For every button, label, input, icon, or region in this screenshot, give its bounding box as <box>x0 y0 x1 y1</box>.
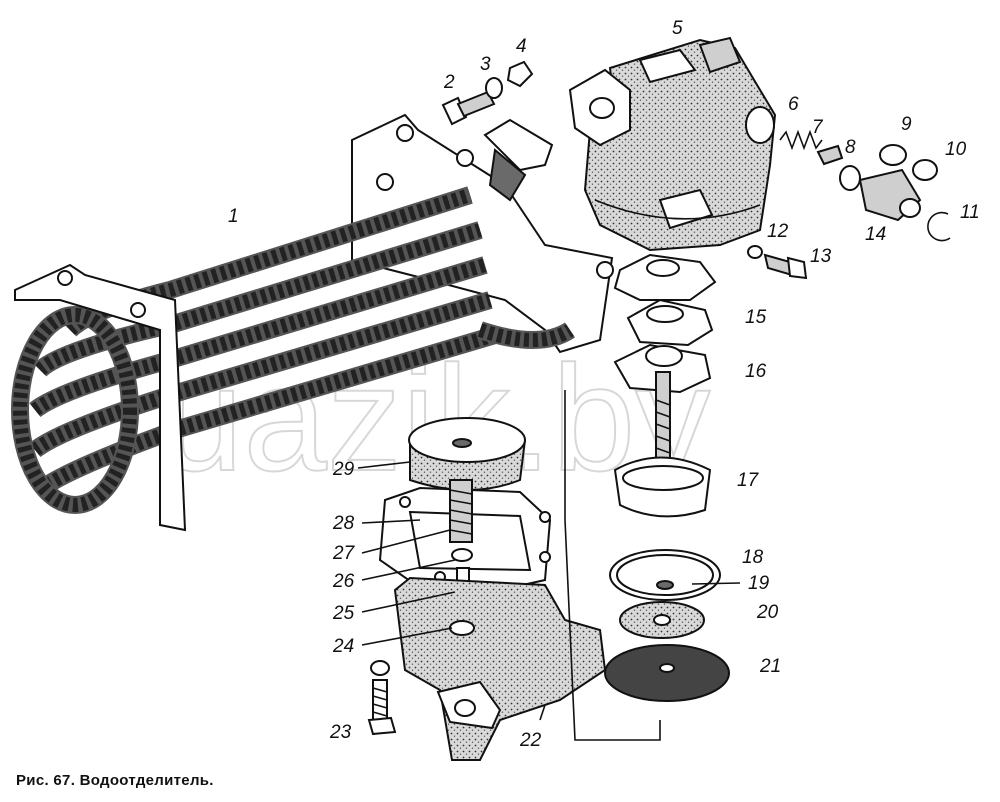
callout-3: 3 <box>480 54 491 75</box>
callout-11: 11 <box>960 202 980 223</box>
callout-25: 25 <box>332 603 355 624</box>
screw-washer <box>747 245 808 280</box>
callout-24: 24 <box>332 636 354 657</box>
callout-29: 29 <box>332 459 355 480</box>
callout-2: 2 <box>443 72 455 93</box>
figure-caption: Рис. 67. Водоотделитель. <box>16 772 214 789</box>
callout-7: 7 <box>812 117 824 138</box>
valve-spring-assembly <box>779 129 951 242</box>
bolt-washer-nut <box>441 60 534 126</box>
callout-numbers: 1 2 3 4 5 6 7 8 9 10 11 12 13 14 15 16 1… <box>228 18 980 751</box>
callout-13: 13 <box>810 246 832 267</box>
diaphragm-stack <box>613 253 717 518</box>
callout-4: 4 <box>516 36 527 57</box>
callout-12: 12 <box>767 221 789 242</box>
callout-26: 26 <box>332 571 355 592</box>
filter-plates <box>604 549 730 702</box>
lower-housing <box>367 390 661 761</box>
callout-10: 10 <box>945 139 967 160</box>
callout-27: 27 <box>332 543 356 564</box>
callout-9: 9 <box>901 114 912 135</box>
callout-16: 16 <box>745 361 767 382</box>
callout-18: 18 <box>742 547 764 568</box>
leader-lines <box>357 461 741 721</box>
callout-20: 20 <box>756 602 779 623</box>
callout-15: 15 <box>745 307 767 328</box>
coil-heat-exchanger <box>11 113 614 532</box>
callout-17: 17 <box>737 470 760 491</box>
callout-14: 14 <box>865 224 886 245</box>
callout-5: 5 <box>672 18 683 39</box>
valve-body <box>568 36 777 252</box>
callout-23: 23 <box>329 722 352 743</box>
callout-6: 6 <box>788 94 799 115</box>
callout-28: 28 <box>332 513 355 534</box>
callout-21: 21 <box>759 656 781 677</box>
callout-19: 19 <box>748 573 770 594</box>
callout-1: 1 <box>228 206 239 227</box>
callout-22: 22 <box>519 730 542 751</box>
callout-8: 8 <box>845 137 856 158</box>
